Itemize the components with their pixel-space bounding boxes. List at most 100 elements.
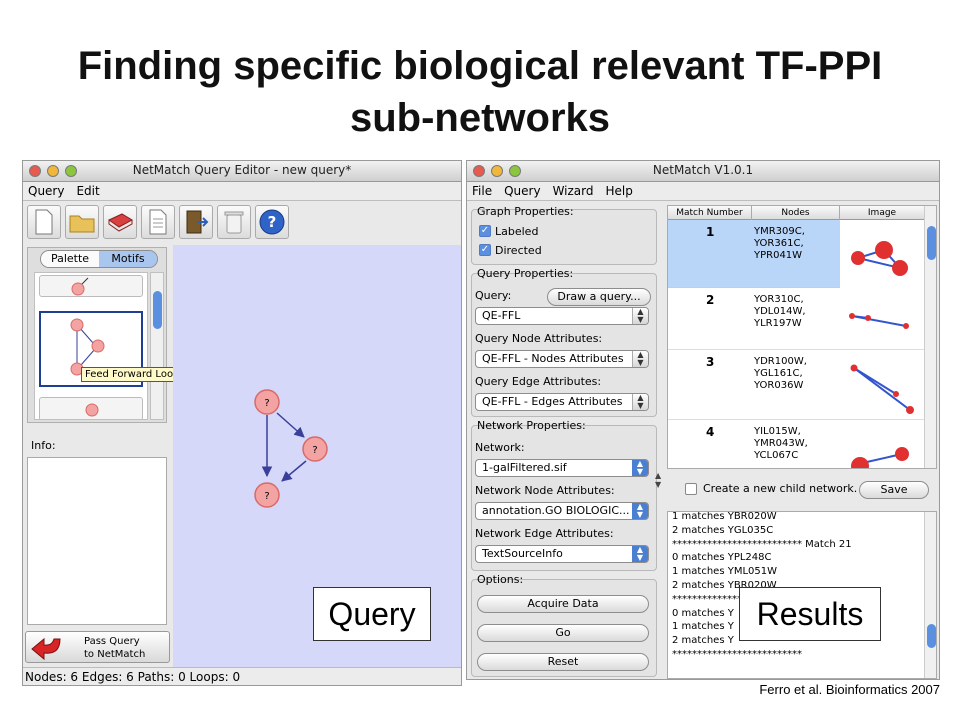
table-row[interactable]: 2 YOR310C, YDL014W, YLR197W	[668, 288, 924, 350]
motif-scrollbar[interactable]	[150, 272, 164, 420]
panel-scroll-arrows[interactable]: ▲▼	[655, 471, 662, 489]
table-row[interactable]: 1 YMR309C, YOR361C, YPR041W	[668, 220, 924, 288]
header-match-number[interactable]: Match Number	[668, 206, 752, 220]
help-icon: ?	[259, 209, 285, 235]
zoom-button[interactable]	[65, 165, 77, 177]
match-node-1: YOR310C,	[754, 294, 804, 305]
svg-text:?: ?	[264, 398, 269, 409]
log-line: **************************	[672, 593, 802, 605]
book-icon	[108, 213, 134, 232]
menu-query[interactable]: Query	[28, 184, 65, 198]
menu-edit[interactable]: Edit	[76, 184, 100, 198]
menu-query[interactable]: Query	[504, 184, 541, 198]
status-bar: Nodes: 6 Edges: 6 Paths: 0 Loops: 0	[23, 667, 461, 685]
pass-query-line1: Pass Query	[84, 636, 140, 647]
minimize-button[interactable]	[47, 165, 59, 177]
new-query-button[interactable]	[27, 205, 61, 239]
query-node-1[interactable]: ?	[254, 389, 280, 415]
table-row[interactable]: 4 YIL015W, YMR043W, YCL067C	[668, 420, 924, 468]
table-scroll-thumb[interactable]	[927, 226, 936, 260]
match-node-2: YMR043W,	[754, 438, 808, 449]
zoom-button[interactable]	[509, 165, 521, 177]
log-scroll-thumb[interactable]	[927, 624, 936, 648]
menu-file[interactable]: File	[472, 184, 493, 198]
query-select[interactable]: QE-FFL ▲▼	[475, 307, 649, 325]
close-button[interactable]	[29, 165, 41, 177]
child-network-checkbox[interactable]	[685, 483, 697, 495]
log-line: **************************	[672, 648, 802, 660]
go-button[interactable]: Go	[477, 624, 649, 642]
document-icon	[149, 209, 167, 235]
match-image	[851, 447, 909, 468]
table-row[interactable]: 3 YDR100W, YGL161C, YOR036W	[668, 350, 924, 420]
match-node-2: YOR361C,	[754, 238, 804, 249]
editor-menubar: Query Edit	[23, 182, 461, 201]
query-edge-attr-select[interactable]: QE-FFL - Edges Attributes ▲▼	[475, 393, 649, 411]
motif-thumbnail-3	[85, 403, 99, 417]
exit-button[interactable]	[179, 205, 213, 239]
log-line: ************************** Match 21	[672, 538, 852, 550]
netmatch-window: NetMatch V1.0.1 File Query Wizard Help G…	[466, 160, 940, 680]
tab-motifs[interactable]: Motifs	[99, 251, 157, 267]
reset-button[interactable]: Reset	[477, 653, 649, 671]
new-document-icon	[35, 209, 53, 235]
tab-palette[interactable]: Palette	[41, 251, 99, 267]
network-edge-attr-label: Network Edge Attributes:	[475, 527, 614, 540]
netmatch-titlebar: NetMatch V1.0.1	[467, 161, 939, 182]
query-node-attr-select[interactable]: QE-FFL - Nodes Attributes ▲▼	[475, 350, 649, 368]
draw-query-button[interactable]: Draw a query...	[547, 288, 651, 306]
network-label: Network:	[475, 441, 525, 454]
minimize-button[interactable]	[491, 165, 503, 177]
menu-wizard[interactable]: Wizard	[552, 184, 594, 198]
network-node-attr-select[interactable]: annotation.GO BIOLOGIC... ▲▼	[475, 502, 649, 520]
editor-titlebar: NetMatch Query Editor - new query*	[23, 161, 461, 182]
trash-icon	[224, 211, 244, 234]
svg-text:?: ?	[264, 491, 269, 502]
query-node-attr-value: QE-FFL - Nodes Attributes	[482, 352, 624, 365]
directed-checkbox[interactable]: ✓	[479, 244, 491, 256]
header-image[interactable]: Image	[867, 208, 897, 218]
motif-thumbnail-1	[71, 277, 89, 296]
document-button[interactable]	[141, 205, 175, 239]
svg-text:?: ?	[268, 213, 277, 231]
motif-item-1[interactable]	[39, 275, 143, 297]
save-button[interactable]: Save	[859, 481, 929, 499]
control-panel: Graph Properties: ✓ Labeled ✓ Directed Q…	[469, 203, 665, 679]
match-number: 3	[706, 355, 715, 369]
motif-item-3[interactable]	[39, 397, 143, 419]
labeled-checkbox[interactable]: ✓	[479, 225, 491, 237]
menu-help[interactable]: Help	[605, 184, 633, 198]
close-button[interactable]	[473, 165, 485, 177]
match-node-3: YCL067C	[754, 450, 799, 461]
results-table: Match Number Nodes Image 1 YMR309C, YOR3…	[667, 205, 937, 469]
query-edge-attr-value: QE-FFL - Edges Attributes	[482, 395, 623, 408]
chevron-updown-icon: ▲▼	[632, 394, 648, 410]
table-header: Match Number Nodes Image	[668, 206, 924, 220]
pass-query-button[interactable]: Pass Query to NetMatch	[25, 631, 170, 663]
match-node-2: YDL014W,	[754, 306, 806, 317]
delete-button[interactable]	[217, 205, 251, 239]
query-label: Query:	[475, 289, 512, 302]
query-node-attr-label: Query Node Attributes:	[475, 332, 603, 345]
pass-query-label: Pass Query to NetMatch	[84, 635, 145, 661]
open-button[interactable]	[65, 205, 99, 239]
match-node-2: YGL161C,	[754, 368, 803, 379]
editor-title: NetMatch Query Editor - new query*	[132, 163, 352, 177]
motif-panel: Palette Motifs	[27, 247, 167, 423]
graph-properties-group	[471, 209, 657, 265]
log-scrollbar[interactable]	[924, 512, 936, 678]
netmatch-menubar: File Query Wizard Help	[467, 182, 939, 201]
log-line: 0 matches YPL248C	[672, 552, 772, 564]
query-node-2[interactable]: ?	[302, 436, 328, 462]
table-scrollbar[interactable]	[924, 206, 936, 468]
acquire-data-button[interactable]: Acquire Data	[477, 595, 649, 613]
header-nodes[interactable]: Nodes	[752, 206, 840, 220]
help-button[interactable]: ?	[255, 205, 289, 239]
network-button[interactable]	[103, 205, 137, 239]
motif-scroll-thumb[interactable]	[153, 291, 162, 329]
network-select[interactable]: 1-galFiltered.sif ▲▼	[475, 459, 649, 477]
svg-text:?: ?	[312, 445, 317, 456]
graph-properties-label: Graph Properties:	[477, 205, 574, 218]
query-node-3[interactable]: ?	[254, 482, 280, 508]
network-edge-attr-select[interactable]: TextSourceInfo ▲▼	[475, 545, 649, 563]
